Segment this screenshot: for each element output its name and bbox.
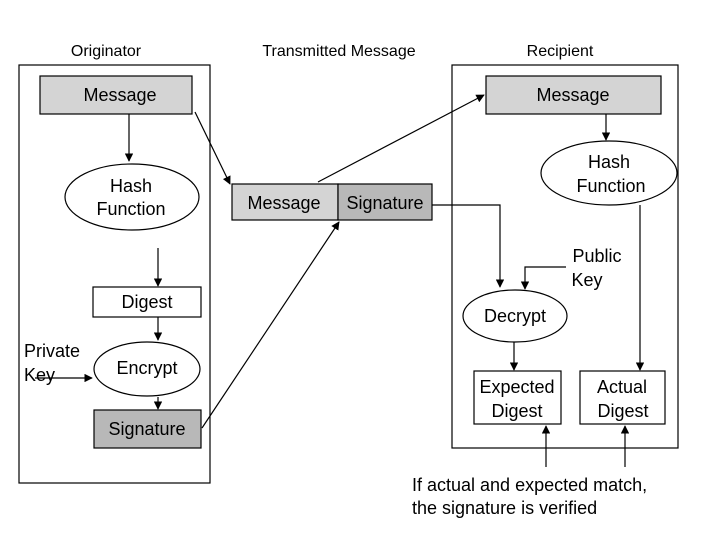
actual-digest-label-1: Actual: [597, 377, 647, 397]
originator-signature-label: Signature: [108, 419, 185, 439]
arrow-transmitted-to-recipient-message: [317, 94, 485, 183]
verification-note-line-1: If actual and expected match,: [412, 475, 647, 495]
originator-message-box: [39, 75, 193, 115]
expected-digest-box: [473, 370, 562, 425]
public-key-label-2: Key: [571, 270, 602, 290]
originator-encrypt-label: Encrypt: [116, 358, 177, 378]
recipient-panel: [451, 64, 679, 449]
transmitted-header: Transmitted Message: [262, 43, 415, 60]
originator-header: Originator: [71, 43, 142, 60]
transmitted-message-box: [231, 183, 339, 221]
recipient-decrypt: [462, 289, 568, 343]
actual-digest-label-2: Digest: [597, 401, 648, 421]
arrow-signature-to-decrypt: [432, 204, 505, 288]
transmitted-signature-box: [337, 183, 433, 221]
originator-panel: [18, 64, 211, 484]
recipient-hash-label-2: Function: [576, 176, 645, 196]
recipient-message-box: [485, 75, 662, 115]
originator-hash-label-2: Function: [96, 199, 165, 219]
originator-message-label: Message: [83, 85, 156, 105]
verification-note-line-2: the signature is verified: [412, 498, 597, 518]
recipient-header: Recipient: [527, 43, 594, 60]
originator-hash-label-1: Hash: [110, 176, 152, 196]
transmitted-message-label: Message: [247, 193, 320, 213]
recipient-hash-label-1: Hash: [588, 152, 630, 172]
originator-digest-box: [92, 286, 202, 318]
originator-digest-label: Digest: [121, 292, 172, 312]
private-key-label-2: Key: [24, 365, 55, 385]
actual-digest-box: [579, 370, 666, 425]
transmitted-signature-label: Signature: [346, 193, 423, 213]
arrow-signature-to-transmitted: [201, 221, 340, 429]
expected-digest-label-1: Expected: [479, 377, 554, 397]
recipient-decrypt-label: Decrypt: [484, 306, 546, 326]
recipient-hash-function: [540, 140, 678, 206]
public-key-label-1: Public: [572, 246, 621, 266]
arrow-public-key-to-decrypt: [520, 266, 566, 290]
arrow-message-to-transmitted: [194, 111, 231, 185]
expected-digest-label-2: Digest: [491, 401, 542, 421]
originator-hash-function: [64, 163, 200, 231]
originator-encrypt: [93, 341, 201, 397]
recipient-message-label: Message: [536, 85, 609, 105]
originator-signature-box: [93, 409, 202, 449]
private-key-label-1: Private: [24, 341, 80, 361]
